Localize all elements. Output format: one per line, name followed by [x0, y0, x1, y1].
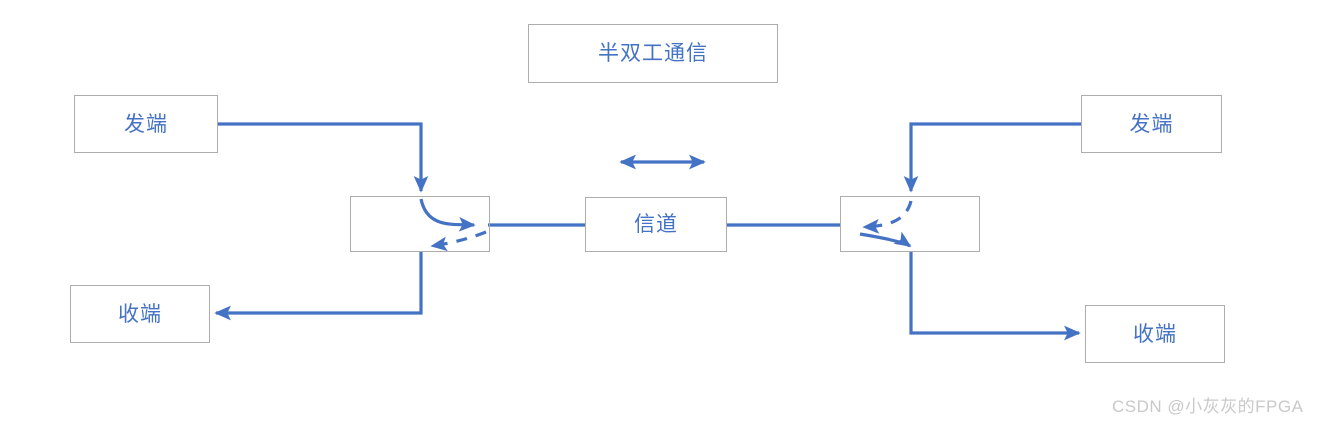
watermark: CSDN @小灰灰的FPGA [1112, 397, 1304, 416]
connector-left-switch-dashed-curve [430, 230, 487, 252]
connector-left-transmit-path [218, 122, 429, 193]
node-label-channel: 信道 [634, 213, 678, 236]
connector-right-switch-solid-curve [859, 231, 912, 248]
node-transmitter-right: 发端 [1081, 95, 1222, 153]
node-label-receiver-right: 收端 [1133, 322, 1177, 346]
node-switch-left [350, 196, 490, 252]
connector-right-switch-to-receiver [909, 252, 1081, 341]
node-label-receiver-left: 收端 [118, 302, 162, 326]
node-receiver-right: 收端 [1085, 305, 1225, 363]
page-title: 半双工通信 [598, 42, 708, 65]
node-channel: 信道 [585, 197, 727, 252]
connector-left-switch-solid-curve [419, 198, 476, 232]
node-receiver-left: 收端 [70, 285, 210, 343]
connector-right-transmit-path [903, 122, 1081, 193]
node-label-transmitter-right: 发端 [1129, 112, 1174, 136]
title-box: 半双工通信 [528, 24, 778, 83]
node-switch-right [840, 196, 980, 252]
node-transmitter-left: 发端 [74, 95, 218, 153]
connector-left-switch-to-receiver [214, 252, 423, 321]
connector-right-switch-dashed-curve [862, 200, 913, 234]
node-label-transmitter-left: 发端 [124, 112, 168, 136]
